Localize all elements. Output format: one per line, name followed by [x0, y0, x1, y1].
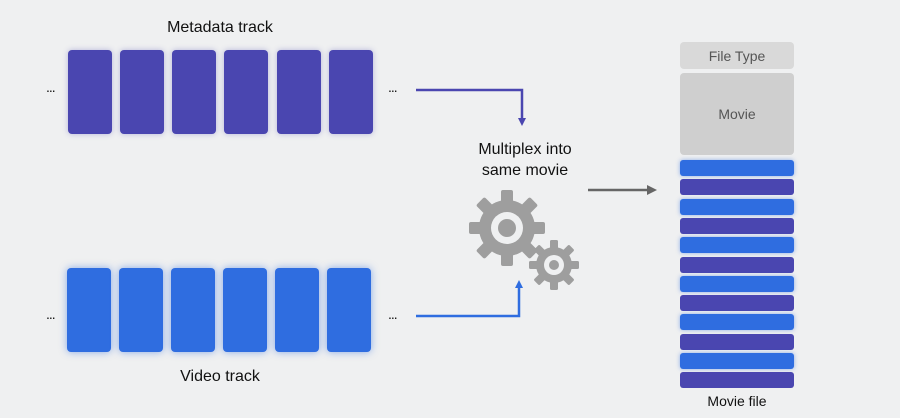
video-ellipsis-left: ... [46, 306, 56, 322]
movie-label: Movie [718, 106, 756, 122]
metadata-frame [277, 50, 321, 134]
metadata-ellipsis-left: ... [46, 79, 56, 95]
video-sample-stripe [680, 199, 794, 215]
metadata-sample-stripe [680, 372, 794, 388]
video-frame [119, 268, 163, 352]
multiplex-label-line1: Multiplex into [478, 141, 572, 158]
gear-small-icon [529, 240, 579, 290]
video-frame [67, 268, 111, 352]
metadata-frame [68, 50, 112, 134]
metadata-ellipsis-right: ... [388, 79, 398, 95]
metadata-sample-stripe [680, 218, 794, 234]
metadata-sample-stripe [680, 257, 794, 273]
metadata-frame [172, 50, 216, 134]
video-frame [223, 268, 267, 352]
metadata-sample-stripe [680, 334, 794, 350]
metadata-track-label: Metadata track [167, 19, 273, 36]
video-sample-stripe [680, 237, 794, 253]
metadata-frame [329, 50, 373, 134]
video-frame [275, 268, 319, 352]
video-frame [327, 268, 371, 352]
video-sample-stripe [680, 314, 794, 330]
video-arrow [416, 280, 523, 318]
movie-header: Movie [680, 73, 794, 155]
video-sample-stripe [680, 353, 794, 369]
file-type-header: File Type [680, 42, 794, 69]
multiplex-label-line2: same movie [481, 162, 569, 179]
video-sample-stripe [680, 276, 794, 292]
file-type-label: File Type [708, 47, 766, 64]
metadata-sample-stripe [680, 295, 794, 311]
video-ellipsis-right: ... [388, 306, 398, 322]
movie-file-caption: Movie file [707, 393, 767, 409]
metadata-frame [120, 50, 164, 134]
metadata-frame [224, 50, 268, 134]
video-frame [171, 268, 215, 352]
video-sample-stripe [680, 160, 794, 176]
metadata-sample-stripe [680, 179, 794, 195]
gear-large-icon [469, 190, 545, 266]
metadata-arrow [416, 88, 526, 126]
video-track-label: Video track [180, 368, 260, 385]
